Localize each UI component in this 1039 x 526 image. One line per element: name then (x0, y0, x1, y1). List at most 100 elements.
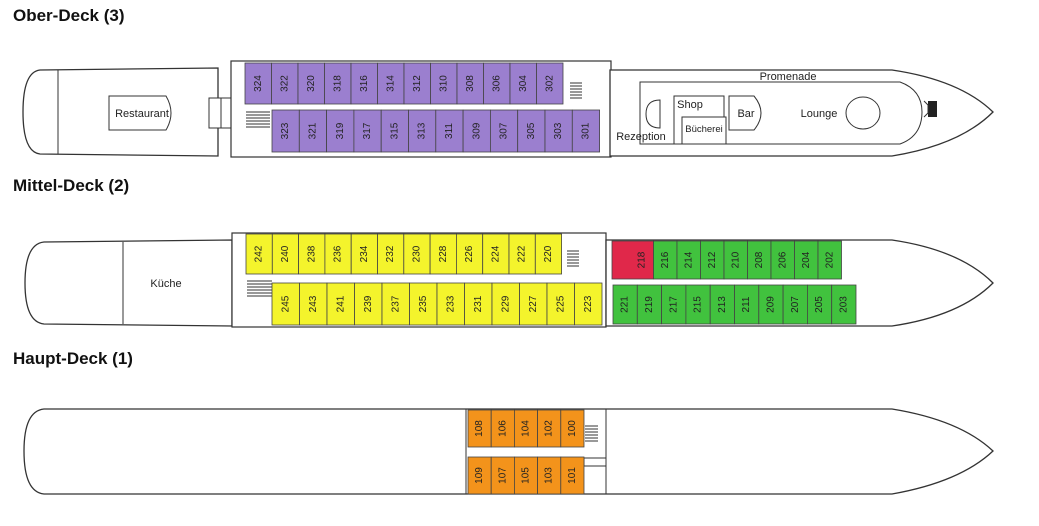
cabin-number: 106 (497, 420, 508, 437)
restaurant-room[interactable] (108, 95, 172, 131)
bar-room[interactable] (728, 95, 762, 131)
cabin-303[interactable]: 303 (544, 109, 573, 153)
cabin-231[interactable]: 231 (464, 282, 493, 326)
cabin-309[interactable]: 309 (462, 109, 491, 153)
cabin-210[interactable]: 210 (723, 240, 748, 280)
cabin-229-box (491, 282, 520, 326)
cabin-103[interactable]: 103 (537, 456, 562, 495)
cabin-240[interactable]: 240 (271, 233, 299, 275)
cabin-320[interactable]: 320 (297, 62, 325, 105)
cabin-239[interactable]: 239 (354, 282, 383, 326)
cabin-311-box (435, 109, 464, 153)
cabin-305[interactable]: 305 (517, 109, 546, 153)
cabin-207[interactable]: 207 (782, 284, 808, 325)
cabin-319[interactable]: 319 (326, 109, 355, 153)
cabin-318[interactable]: 318 (324, 62, 352, 105)
cabin-number: 105 (521, 467, 532, 484)
cabin-321[interactable]: 321 (298, 109, 327, 153)
cabin-301[interactable]: 301 (571, 109, 600, 153)
cabin-105[interactable]: 105 (514, 456, 539, 495)
cabin-304[interactable]: 304 (509, 62, 537, 105)
cabin-205[interactable]: 205 (807, 284, 833, 325)
cabin-241[interactable]: 241 (326, 282, 355, 326)
cabin-106[interactable]: 106 (490, 409, 515, 448)
cabin-216[interactable]: 216 (653, 240, 678, 280)
cabin-233[interactable]: 233 (436, 282, 465, 326)
cabin-311[interactable]: 311 (435, 109, 464, 153)
cabin-108[interactable]: 108 (467, 409, 492, 448)
cabin-313[interactable]: 313 (408, 109, 437, 153)
cabin-221[interactable]: 221 (612, 284, 638, 325)
cabin-number: 224 (490, 245, 501, 262)
cabin-107[interactable]: 107 (490, 456, 515, 495)
cabin-217[interactable]: 217 (661, 284, 687, 325)
cabin-101[interactable]: 101 (560, 456, 585, 495)
cabin-number: 242 (254, 245, 265, 262)
cabin-226[interactable]: 226 (455, 233, 484, 275)
cabin-306[interactable]: 306 (483, 62, 511, 105)
cabin-229[interactable]: 229 (491, 282, 520, 326)
cabin-102[interactable]: 102 (537, 409, 562, 448)
cabin-225-box (546, 282, 575, 326)
cabin-314[interactable]: 314 (377, 62, 405, 105)
cabin-number: 324 (253, 75, 264, 92)
cabin-228[interactable]: 228 (429, 233, 457, 275)
cabin-209[interactable]: 209 (758, 284, 784, 325)
cabin-223-box (574, 282, 603, 326)
cabin-214[interactable]: 214 (676, 240, 701, 280)
cabin-310[interactable]: 310 (430, 62, 458, 105)
cabin-number: 306 (491, 75, 502, 92)
cabin-230[interactable]: 230 (403, 233, 431, 275)
cabin-109[interactable]: 109 (467, 456, 492, 495)
cabin-322[interactable]: 322 (271, 62, 299, 105)
cabin-316[interactable]: 316 (350, 62, 378, 105)
cabin-203[interactable]: 203 (831, 284, 857, 325)
cabin-104[interactable]: 104 (514, 409, 539, 448)
cabin-208[interactable]: 208 (747, 240, 772, 280)
cabin-227[interactable]: 227 (519, 282, 548, 326)
cabin-222[interactable]: 222 (508, 233, 536, 275)
cabin-307[interactable]: 307 (489, 109, 519, 153)
cabin-228-box (429, 233, 457, 275)
library-room[interactable] (681, 116, 727, 145)
cabin-242[interactable]: 242 (245, 233, 273, 275)
cabin-238[interactable]: 238 (298, 233, 326, 275)
shop-label: Shop (677, 99, 703, 111)
cabin-237[interactable]: 237 (381, 282, 410, 326)
cabin-213[interactable]: 213 (709, 284, 735, 325)
cabin-204[interactable]: 204 (794, 240, 819, 280)
cabin-312[interactable]: 312 (403, 62, 431, 105)
cabin-number: 218 (636, 251, 647, 268)
cabin-224[interactable]: 224 (482, 233, 510, 275)
cabin-225[interactable]: 225 (546, 282, 575, 326)
cabin-236[interactable]: 236 (324, 233, 352, 275)
cabin-206[interactable]: 206 (770, 240, 795, 280)
cabin-215[interactable]: 215 (685, 284, 711, 325)
cabin-100[interactable]: 100 (560, 409, 585, 448)
cabin-235[interactable]: 235 (409, 282, 438, 326)
cabin-317[interactable]: 317 (353, 109, 382, 153)
cabin-234[interactable]: 234 (350, 233, 378, 275)
cabin-number: 222 (517, 245, 528, 262)
cabin-212[interactable]: 212 (700, 240, 725, 280)
cabin-205-box (807, 284, 833, 325)
cabin-232[interactable]: 232 (377, 233, 405, 275)
cabin-220[interactable]: 220 (534, 233, 562, 275)
cabin-243[interactable]: 243 (299, 282, 328, 326)
cabin-223[interactable]: 223 (574, 282, 603, 326)
cabin-number: 245 (280, 295, 291, 312)
cabin-202[interactable]: 202 (817, 240, 842, 280)
cabin-211[interactable]: 211 (734, 284, 760, 325)
cabin-302[interactable]: 302 (536, 62, 564, 105)
cabin-218[interactable]: 218 (611, 240, 654, 280)
cabin-324[interactable]: 324 (244, 62, 272, 105)
cabin-219[interactable]: 219 (636, 284, 662, 325)
cabin-323[interactable]: 323 (271, 109, 300, 153)
cabin-315[interactable]: 315 (380, 109, 409, 153)
cabin-245[interactable]: 245 (271, 282, 300, 326)
cabin-number: 241 (335, 295, 346, 312)
cabin-308[interactable]: 308 (456, 62, 484, 105)
